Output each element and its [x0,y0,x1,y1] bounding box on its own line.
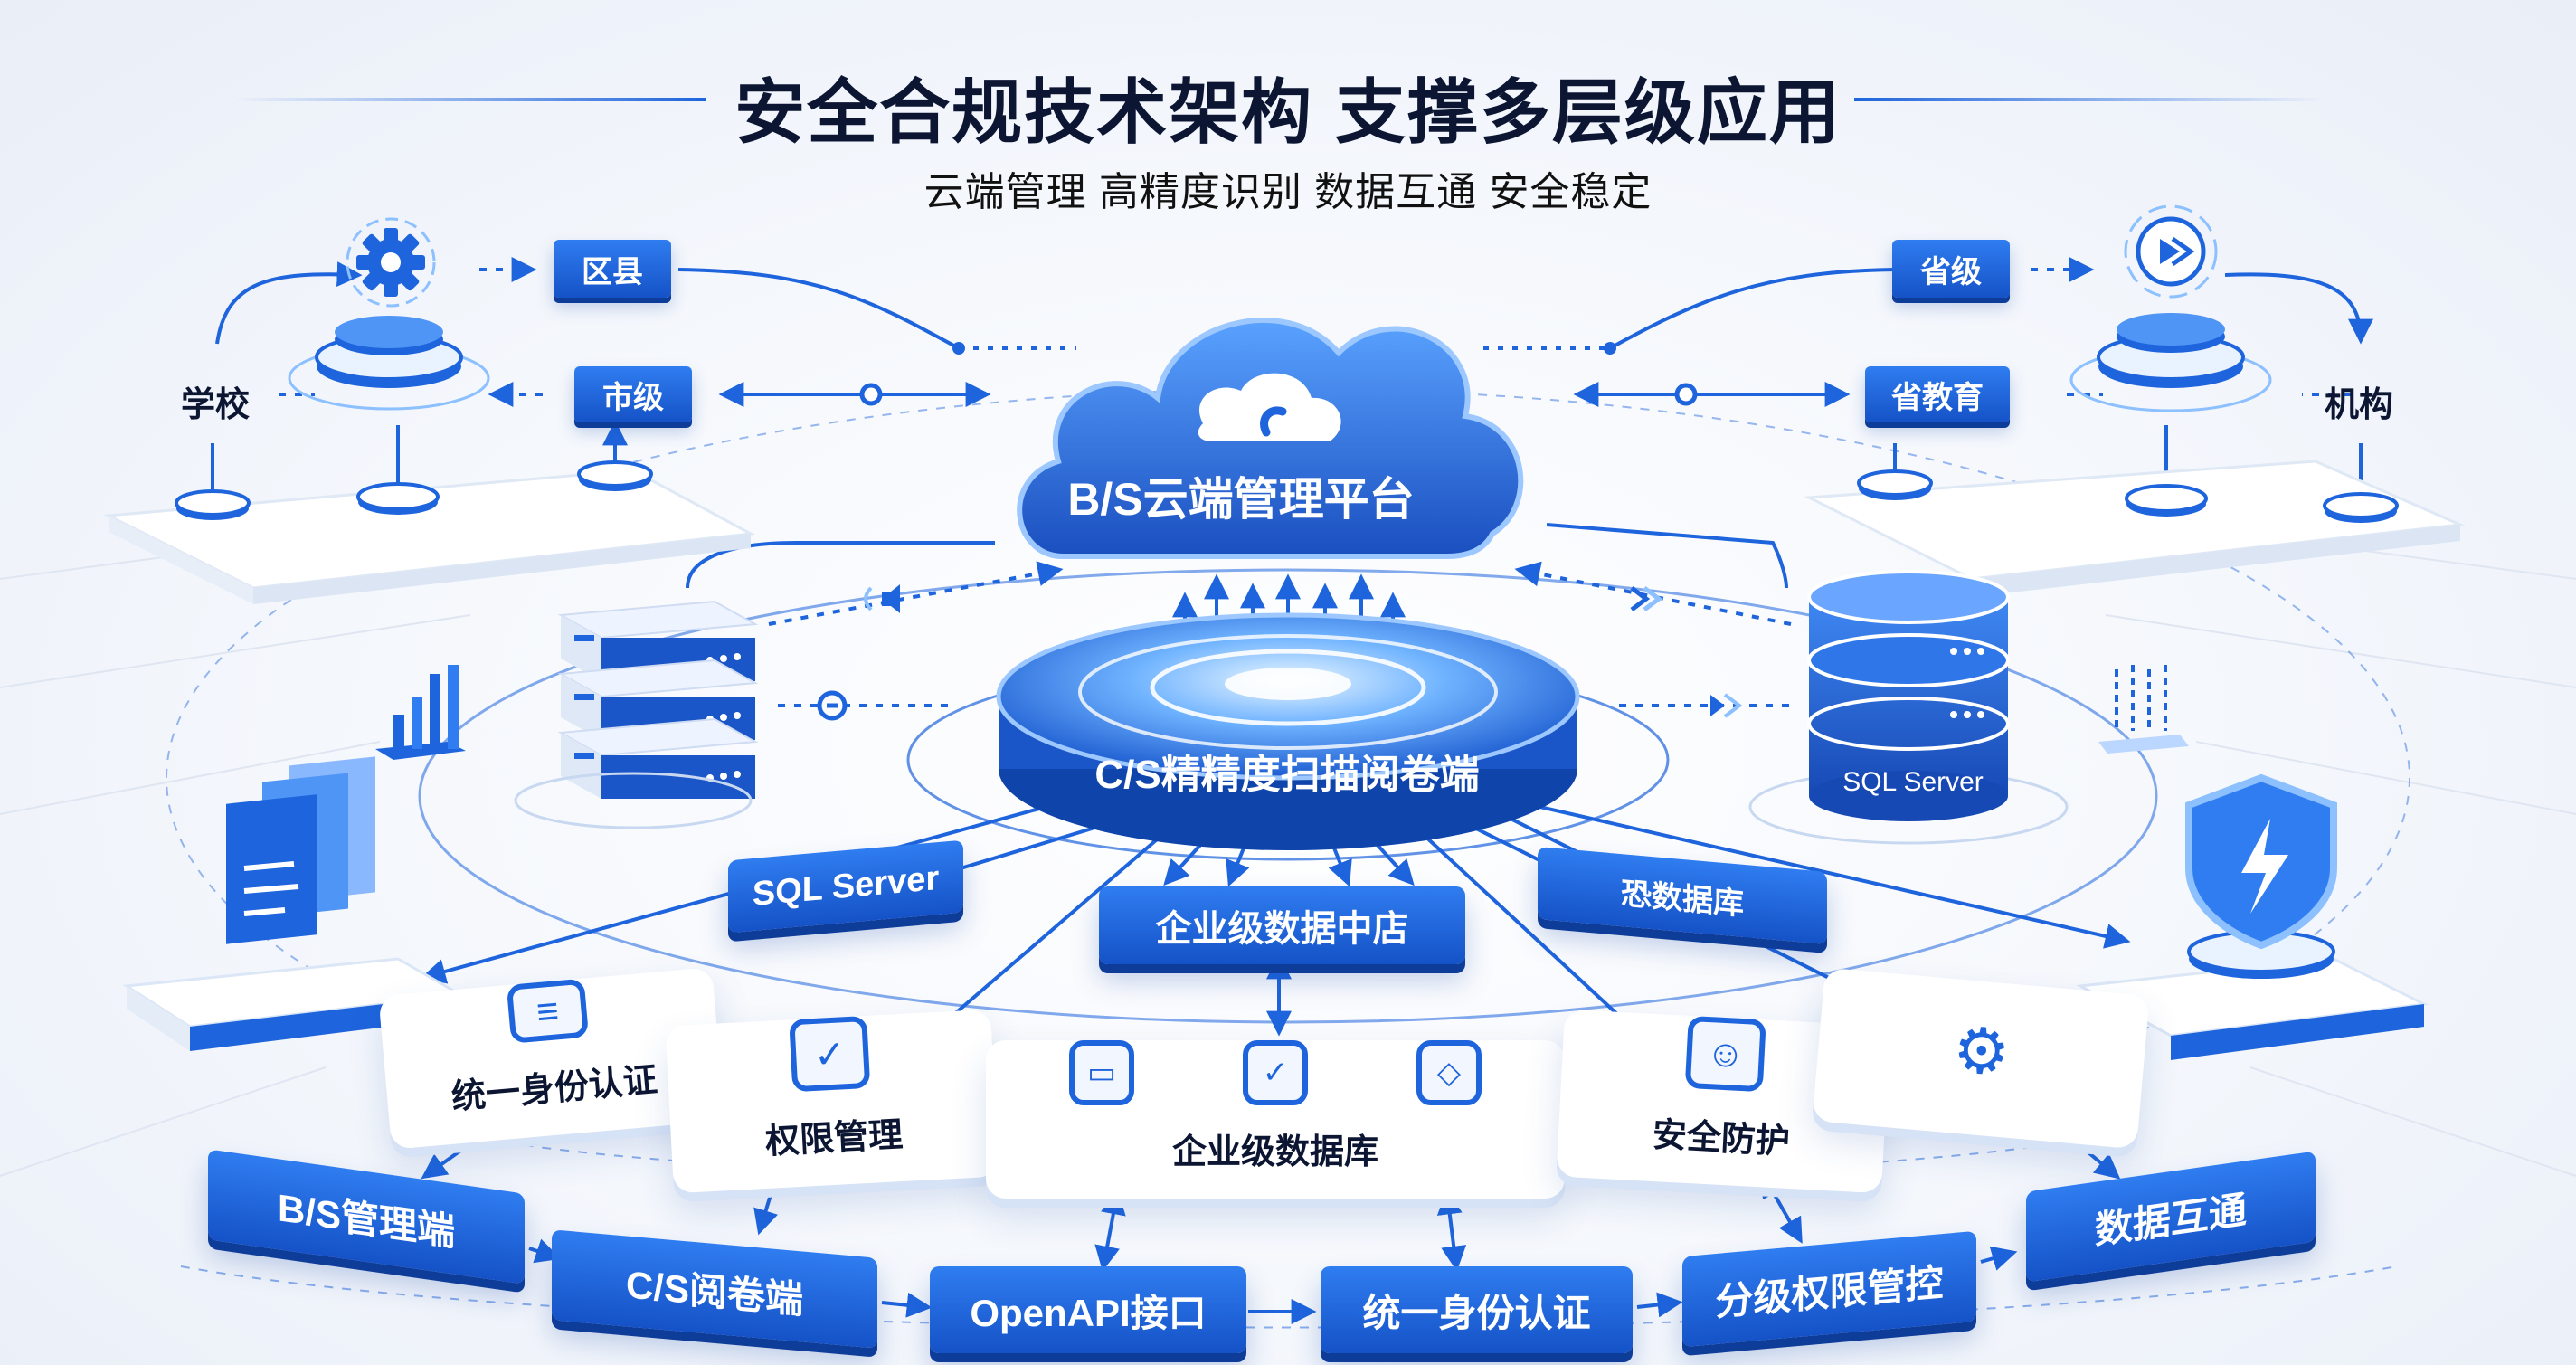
page-title: 安全合规技术架构 支撑多层级应用 [734,72,1842,152]
bar-chart-icon [375,665,466,760]
left-pucks [175,460,653,520]
cloud-side-connectors [686,523,1792,707]
title-rule-right [1854,98,2325,101]
node-institution: 机构 [2325,386,2394,424]
permission-icon: ✓ [789,1015,871,1093]
playback-icon [2124,204,2218,299]
fast-forward-icon [1710,693,1743,718]
right-node-ring [1674,383,1698,406]
module-enterprise-db: ▭ ✓ ◇ 企业级数据库 [986,1040,1565,1199]
left-hub-stack [288,316,490,411]
cloud-platform-label: B/S云端管理平台 [1067,474,1415,525]
link-icon [817,690,848,721]
node-education-dept: 省教育 [1865,366,2010,422]
module-enterprise-db-label: 企业级数据库 [1171,1133,1378,1171]
gear-icon [346,217,436,308]
image-icon: ◇ [1416,1040,1482,1105]
shield-face-icon: ☺ [1684,1015,1766,1093]
settings-icon: ⚙ [1950,1013,2013,1089]
page-subtitle: 云端管理 高精度识别 数据互通 安全稳定 [923,170,1653,214]
right-pucks [1857,469,2399,523]
left-node-ring [859,383,883,406]
left-cluster-connectors [211,257,1076,493]
bottom-dashed-arc [180,1265,2398,1329]
module-permission-mgmt-label: 权限管理 [764,1115,904,1161]
right-node-dot [1604,342,1616,355]
forward-icon [1630,586,1663,611]
document-icon: ≡ [506,978,590,1044]
scanner-client-label: C/S精精度扫描阅卷端 [1094,753,1480,797]
bottom-chain-arrows [528,1238,2018,1324]
database-icon [1748,570,2069,845]
module-security-label: 安全防护 [1651,1115,1791,1161]
monitor-icon: ▭ [1069,1040,1134,1105]
document-stack-icon [122,756,466,1051]
left-node-dot [952,342,965,355]
node-school: 学校 [181,386,251,424]
shield-lightning-icon [2076,773,2429,1060]
signal-beam-icon [2098,665,2189,754]
node-province: 省级 [1892,240,2010,298]
module-permission-mgmt: ✓ 权限管理 [665,1009,999,1194]
database-label: SQL Server [1842,767,1984,797]
check-inbox-icon: ✓ [1243,1040,1308,1105]
data-center-tile: 企业级数据中店 [1099,886,1465,964]
unified-auth-tile: 统一身份认证 [1321,1266,1633,1353]
module-identity-auth-label: 统一身份认证 [450,1061,659,1117]
title-rule-left [235,98,706,101]
scanner-core-disc [996,612,1580,850]
right-hub-stack [2069,313,2272,412]
node-city: 市级 [574,366,692,422]
module-settings: ⚙ [1812,967,2150,1150]
node-district: 区县 [554,240,671,298]
openapi-tile: OpenAPI接口 [930,1266,1246,1353]
enterprise-db-icon-row: ▭ ✓ ◇ [1069,1040,1482,1105]
server-rack-icon [514,600,759,829]
sound-icon [864,584,900,613]
cloud-icon [1017,318,1524,559]
